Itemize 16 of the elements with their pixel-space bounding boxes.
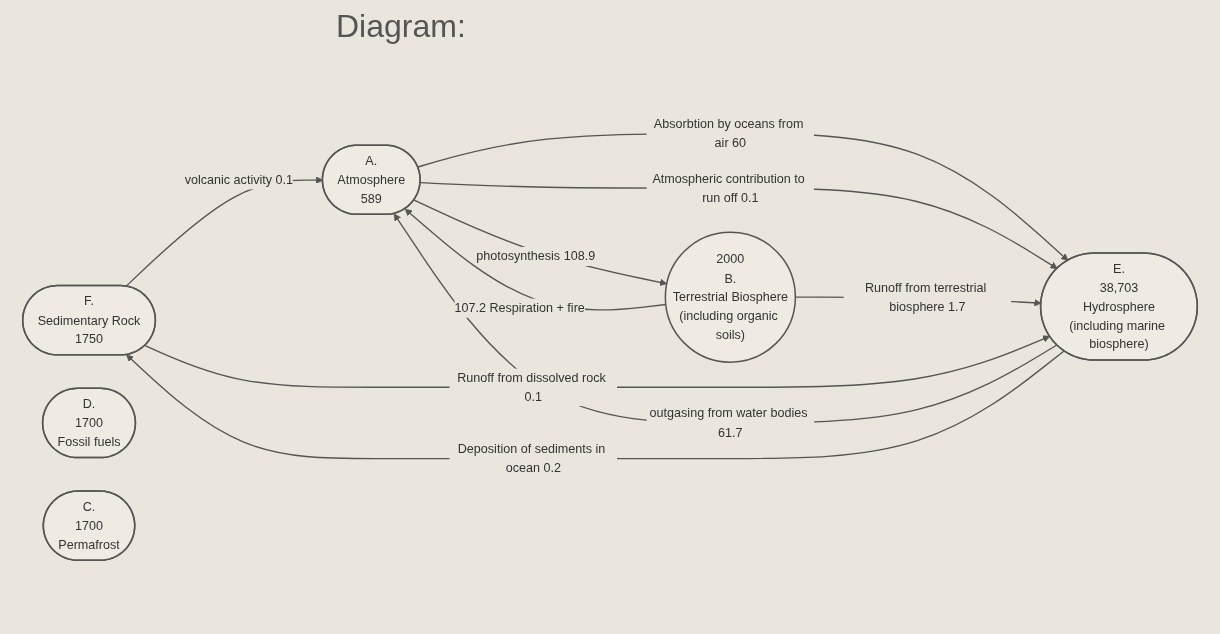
arrow <box>126 350 1065 460</box>
edge-label: Runoff from dissolved rock 0.1 <box>457 370 606 404</box>
edge-label: Absorbtion by oceans from air 60 <box>653 116 804 150</box>
arrow <box>419 182 1058 269</box>
arrow <box>404 208 667 311</box>
edge-label: outgasing from water bodies 61.7 <box>649 405 808 439</box>
node-circle: 2000 B. Terrestrial Biosphere (including organic soils) <box>664 231 797 363</box>
arrow <box>417 132 1069 261</box>
edge-label: Deposition of sediments in ocean 0.2 <box>457 441 606 475</box>
edge-label: Atmospheric contribution to run off 0.1 <box>652 170 805 205</box>
arrow <box>413 199 668 286</box>
diagram-title: Diagram: <box>336 8 466 45</box>
edge-label: photosynthesis 108.9 <box>476 248 596 263</box>
edge-label: volcanic activity 0.1 <box>184 171 294 187</box>
edge-label: 107.2 Respiration + fire <box>454 300 585 315</box>
edge-label: Runoff from terrestrial biosphere 1.7 <box>864 279 987 314</box>
